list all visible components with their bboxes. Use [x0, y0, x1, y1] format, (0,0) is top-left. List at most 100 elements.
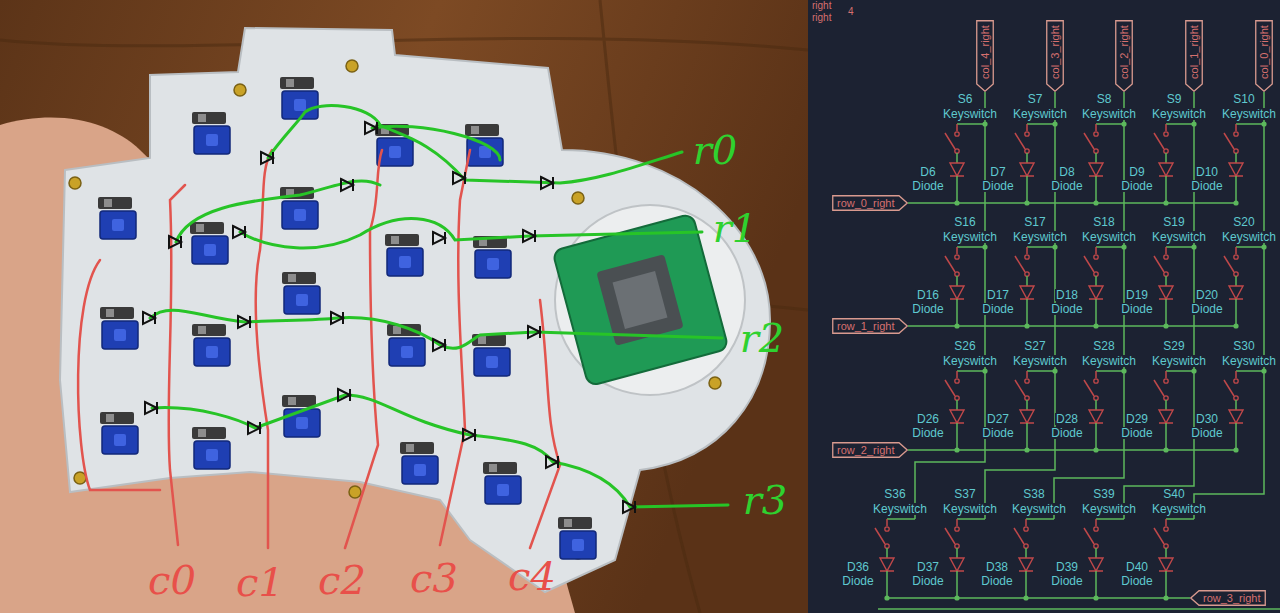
key-switch — [385, 234, 423, 276]
diode-symbol — [433, 339, 445, 351]
sensor-chip — [596, 254, 683, 346]
switch-value: Keyswitch — [1081, 503, 1137, 515]
key-switch — [192, 112, 230, 154]
diode-value: Diode — [911, 575, 944, 587]
switch-reference: S17 — [1023, 216, 1046, 228]
diode-value: Diode — [1050, 303, 1083, 315]
hierarchical-label-text: row_0_right — [837, 198, 894, 209]
junction-dot — [1024, 447, 1029, 452]
key-switch — [100, 412, 138, 454]
switch-contact — [1094, 527, 1098, 531]
sensor-lens — [613, 271, 668, 329]
switch-contact — [1094, 255, 1098, 259]
wire — [957, 123, 985, 125]
diode-reference: D19 — [1125, 289, 1149, 301]
switch-contact — [1094, 132, 1098, 136]
switch-value: Keyswitch — [1081, 231, 1137, 243]
diode-symbol — [433, 232, 445, 244]
junction-dot — [1163, 200, 1168, 205]
wire — [1026, 518, 1054, 520]
key-switch — [282, 272, 320, 314]
diode-symbol — [546, 456, 558, 468]
row-handwritten-label: r3 — [743, 480, 788, 520]
diode-symbol — [261, 152, 273, 164]
switch-lever — [1084, 133, 1094, 149]
switch-lever — [1015, 133, 1025, 149]
row-line — [152, 395, 728, 507]
switch-pin — [1095, 124, 1097, 131]
row-line — [176, 181, 380, 242]
switch-value: Keyswitch — [1012, 108, 1068, 120]
switch-contact — [1094, 396, 1098, 400]
switch-contact — [1164, 527, 1168, 531]
switch-contact — [1024, 544, 1028, 548]
row-line — [268, 106, 682, 183]
junction-dot — [954, 200, 959, 205]
wire — [1025, 571, 1027, 598]
wire — [1027, 123, 1055, 125]
hierarchical-label-shape — [1047, 21, 1064, 92]
wire — [1095, 423, 1097, 450]
wire — [956, 400, 958, 410]
diode-reference: D7 — [989, 166, 1006, 178]
column-marker-lines — [78, 150, 560, 548]
screw-hole — [709, 377, 721, 389]
keyboard-photo — [0, 0, 808, 613]
row-handwritten-label: r2 — [740, 318, 785, 358]
hierarchical-label-shape — [833, 196, 908, 211]
switch-reference: S19 — [1162, 216, 1185, 228]
switch-value: Keyswitch — [1081, 355, 1137, 367]
switch-contact — [1164, 255, 1168, 259]
diode-symbol — [950, 558, 964, 571]
switch-lever — [1154, 256, 1164, 272]
switch-value: Keyswitch — [872, 503, 928, 515]
switch-value: Keyswitch — [1151, 108, 1207, 120]
diode-value: Diode — [911, 180, 944, 192]
wire — [1027, 246, 1055, 248]
diode-value: Diode — [1120, 303, 1153, 315]
junction-dot — [1233, 323, 1238, 328]
wire — [1236, 246, 1264, 248]
diode-reference: D18 — [1055, 289, 1079, 301]
switch-lever — [1084, 528, 1094, 544]
hierarchical-label: col_3_right — [1046, 20, 1064, 92]
switch-value: Keyswitch — [1151, 503, 1207, 515]
switch-lever — [1084, 380, 1094, 396]
switch-value: Keyswitch — [1012, 355, 1068, 367]
junction-dot — [1093, 200, 1098, 205]
switch-contact — [955, 544, 959, 548]
wire — [956, 571, 958, 598]
diode-symbol — [950, 286, 964, 299]
switch-contact — [1025, 379, 1029, 383]
switch-value: Keyswitch — [942, 108, 998, 120]
diode-reference: D39 — [1055, 561, 1079, 573]
hierarchical-label-shape — [1186, 21, 1203, 92]
switch-pin — [956, 519, 958, 526]
switch-reference: S40 — [1162, 488, 1185, 500]
switch-pin — [1165, 371, 1167, 378]
wire — [956, 548, 958, 558]
row-handwritten-label: r0 — [693, 130, 738, 170]
bus-width-label: 4 — [848, 7, 854, 17]
switch-reference: S37 — [953, 488, 976, 500]
diode-symbol — [169, 236, 181, 248]
key-switch — [473, 236, 511, 278]
switch-contact — [1164, 379, 1168, 383]
diode-value: Diode — [841, 575, 874, 587]
switch-reference: S26 — [953, 340, 976, 352]
junction-dot — [1261, 368, 1266, 373]
diode-reference: D28 — [1055, 413, 1079, 425]
diode-symbol — [541, 177, 553, 189]
switch-contact — [1025, 255, 1029, 259]
wire — [956, 176, 958, 203]
switch-contact — [955, 149, 959, 153]
switch-lever — [1224, 256, 1234, 272]
switch-value: Keyswitch — [1221, 231, 1277, 243]
diode-symbol — [338, 389, 350, 401]
screw-hole — [346, 60, 358, 72]
switch-lever — [1224, 133, 1234, 149]
column-line — [78, 260, 160, 490]
diode-symbol — [950, 410, 964, 423]
diode-value: Diode — [1190, 303, 1223, 315]
diode-reference: D26 — [916, 413, 940, 425]
